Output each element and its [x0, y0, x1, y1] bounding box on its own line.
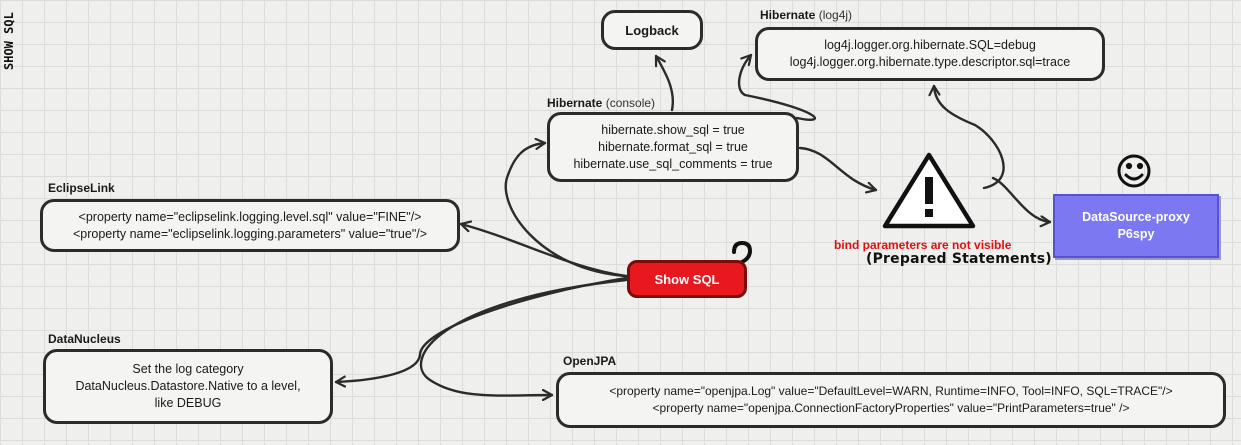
- datanucleus-line: like DEBUG: [154, 396, 222, 410]
- hibernate-console-line: hibernate.show_sql = true: [601, 122, 745, 137]
- connector-warning-log4j: [934, 84, 1005, 190]
- warning-subtext: (Prepared Statements): [866, 251, 1052, 267]
- hibernate-log4j-title: Hibernate (log4j): [760, 8, 852, 22]
- datanucleus-node: Set the log category DataNucleus.Datasto…: [43, 349, 333, 424]
- connector-datanucleus: [334, 276, 628, 382]
- hibernate-console-subtitle: (console): [605, 96, 656, 110]
- connector-eclipselink: [459, 224, 628, 278]
- connector-datasource: [991, 176, 1052, 222]
- hibernate-console-line: hibernate.format_sql = true: [598, 139, 748, 154]
- hibernate-console-title: Hibernate (console): [547, 96, 655, 110]
- warning-icon: [882, 152, 976, 229]
- datasource-line: P6spy: [1117, 227, 1155, 241]
- hibernate-log4j-title-text: Hibernate: [760, 8, 816, 22]
- logback-node: Logback: [601, 10, 703, 50]
- hibernate-log4j-line: log4j.logger.org.hibernate.type.descript…: [789, 55, 1071, 69]
- connector-log4j: [737, 53, 817, 121]
- hibernate-console-title-text: Hibernate: [547, 96, 603, 110]
- center-label: Show SQL: [654, 271, 720, 287]
- logback-label: Logback: [625, 22, 679, 38]
- hibernate-console-node: hibernate.show_sql = true hibernate.form…: [547, 112, 799, 182]
- eclipselink-title: EclipseLink: [48, 181, 115, 195]
- hibernate-log4j-node: log4j.logger.org.hibernate.SQL=debug log…: [755, 27, 1105, 81]
- eclipselink-line: <property name="eclipselink.logging.para…: [72, 226, 428, 241]
- connector-logback: [654, 54, 675, 112]
- openjpa-title: OpenJPA: [563, 354, 617, 368]
- openjpa-line: <property name="openjpa.Log" value="Defa…: [609, 384, 1173, 398]
- datanucleus-line: Set the log category: [132, 362, 244, 376]
- hibernate-log4j-line: log4j.logger.org.hibernate.SQL=debug: [824, 38, 1036, 52]
- datasource-line: DataSource-proxy: [1082, 210, 1190, 224]
- datasource-node: DataSource-proxy P6spy: [1053, 194, 1219, 258]
- smiley-icon: [1117, 154, 1151, 188]
- hibernate-console-line: hibernate.use_sql_comments = true: [573, 156, 773, 171]
- openjpa-node: <property name="openjpa.Log" value="Defa…: [556, 372, 1226, 428]
- center-node: Show SQL: [627, 260, 747, 298]
- openjpa-line: <property name="openjpa.ConnectionFactor…: [652, 401, 1130, 415]
- side-title: SHOW SQL: [2, 12, 16, 70]
- connector-hibernate-console: [504, 143, 628, 278]
- hibernate-log4j-subtitle: (log4j): [818, 8, 853, 22]
- eclipselink-node: <property name="eclipselink.logging.leve…: [40, 199, 460, 252]
- warning-text: bind parameters are not visible: [834, 238, 1012, 252]
- connector-openjpa: [419, 278, 628, 396]
- connector-warning: [798, 146, 878, 190]
- datanucleus-line: DataNucleus.Datastore.Native to a level,: [75, 379, 301, 393]
- datanucleus-title: DataNucleus: [48, 332, 121, 346]
- eclipselink-line: <property name="eclipselink.logging.leve…: [78, 209, 422, 224]
